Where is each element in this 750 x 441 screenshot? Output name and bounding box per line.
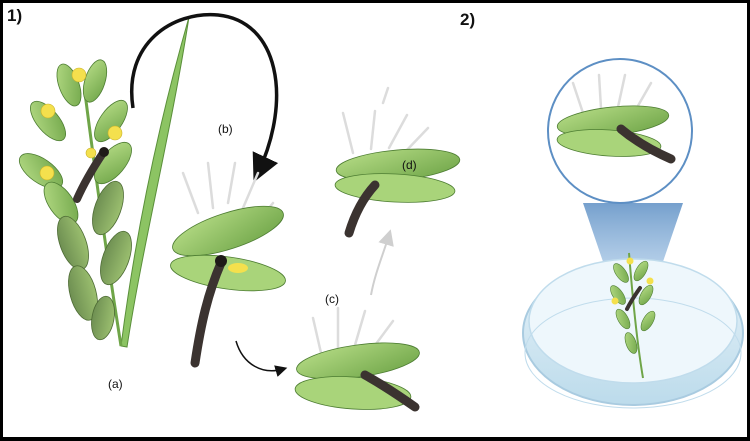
larva-exiting-spikelet-upper: [334, 86, 461, 238]
arrow-c-icon: [370, 229, 394, 296]
panel-number-1: 1): [7, 6, 22, 25]
label-b: (b): [218, 122, 233, 136]
larva-inside-spikelet-lower: [294, 306, 420, 412]
figure-canvas: 1) 2): [3, 3, 747, 437]
arrow-to-lower-spikelet-icon: [235, 340, 288, 377]
petri-dish-experiment: [522, 58, 744, 409]
larva-entering-spikelet: [170, 161, 286, 368]
arrow-b-icon: [130, 12, 279, 183]
panel-number-2: 2): [460, 10, 475, 29]
life-cycle-diagram: 1) 2): [7, 6, 744, 412]
label-c: (c): [325, 292, 339, 306]
label-d: (d): [402, 158, 417, 172]
label-a: (a): [108, 377, 123, 391]
wheat-plant-illustration: [18, 16, 190, 348]
